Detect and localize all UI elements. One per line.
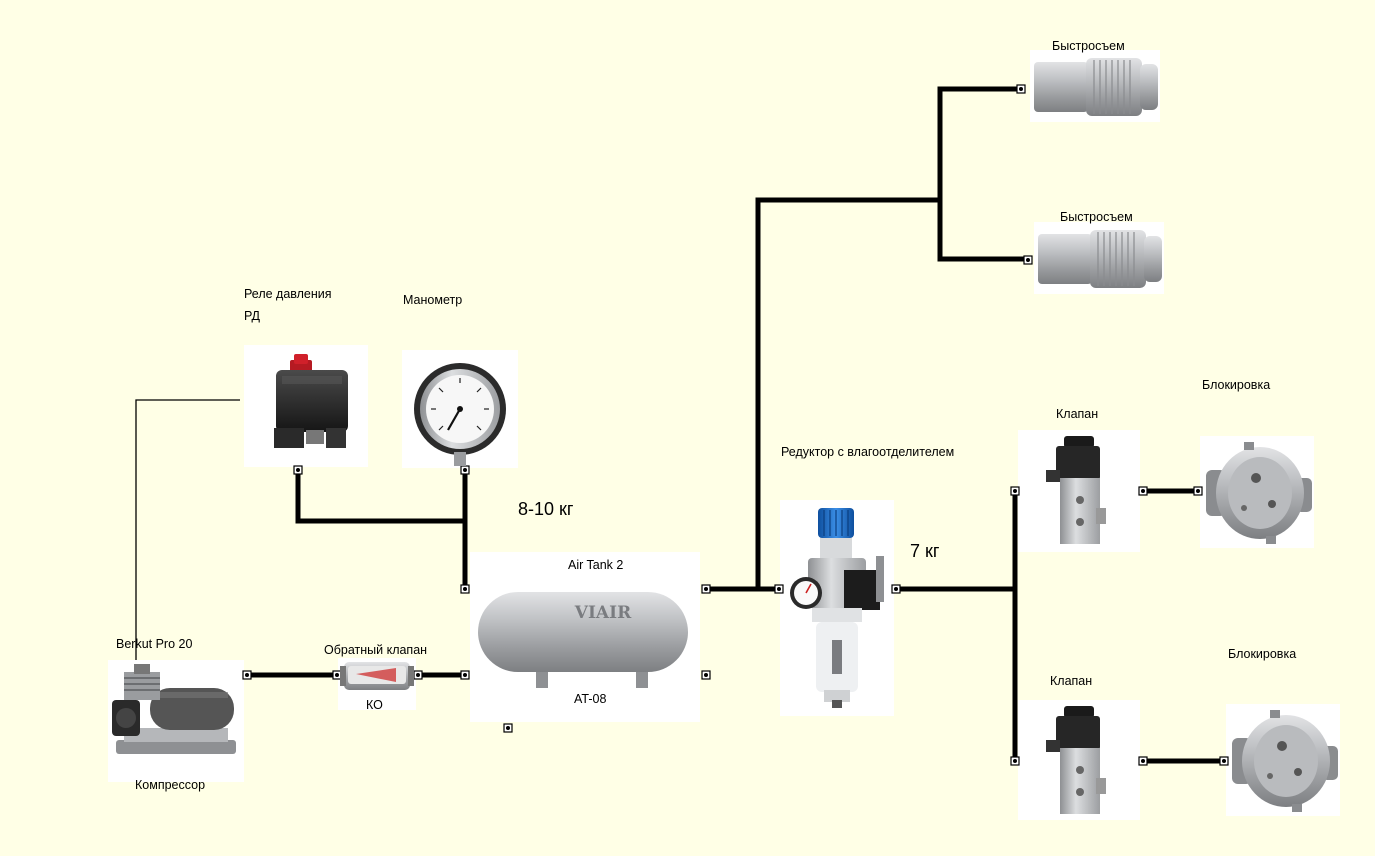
valve-label-2: Клапан — [1050, 674, 1093, 688]
check-valve-label: Обратный клапан — [324, 643, 428, 657]
solenoid-valve-icon-2 — [1046, 706, 1106, 814]
tank-name-label: Air Tank 2 — [568, 558, 624, 572]
pipes — [245, 86, 1227, 764]
relay-label: Реле давления — [244, 287, 332, 301]
regulator-label: Редуктор с влагоотделителем — [781, 445, 955, 459]
quick-coupler-label-2: Быстросъем — [1060, 210, 1133, 224]
quick-coupler-icon-2 — [1038, 230, 1162, 288]
relay-sublabel: РД — [244, 309, 260, 323]
tank-model-label: AT-08 — [574, 692, 607, 706]
compressor-icon — [112, 664, 236, 754]
differential-lock-icon-1 — [1206, 442, 1312, 544]
air-tank-icon: VIAIR — [478, 592, 688, 688]
tank-pressure-label: 8-10 кг — [518, 499, 574, 519]
check-valve-icon — [340, 662, 414, 690]
gauge-label: Манометр — [403, 293, 463, 307]
check-valve-abbr-label: КО — [366, 698, 383, 712]
quick-coupler-icon-1 — [1034, 58, 1158, 116]
output-pressure-label: 7 кг — [910, 541, 940, 561]
differential-lock-icon-2 — [1232, 710, 1338, 812]
pressure-gauge-icon — [414, 363, 506, 466]
solenoid-valve-icon-1 — [1046, 436, 1106, 544]
control-wire — [135, 399, 240, 660]
valve-label-1: Клапан — [1056, 407, 1099, 421]
compressor-label: Компрессор — [135, 778, 206, 792]
pressure-relay-icon — [274, 354, 348, 448]
lock-label-2: Блокировка — [1228, 647, 1297, 661]
quick-coupler-label-1: Быстросъем — [1052, 39, 1125, 53]
tank-brand-text: VIAIR — [574, 603, 632, 623]
filter-regulator-icon — [790, 508, 884, 708]
lock-label-1: Блокировка — [1202, 378, 1271, 392]
compressor-model-label: Berkut Pro 20 — [116, 637, 193, 651]
